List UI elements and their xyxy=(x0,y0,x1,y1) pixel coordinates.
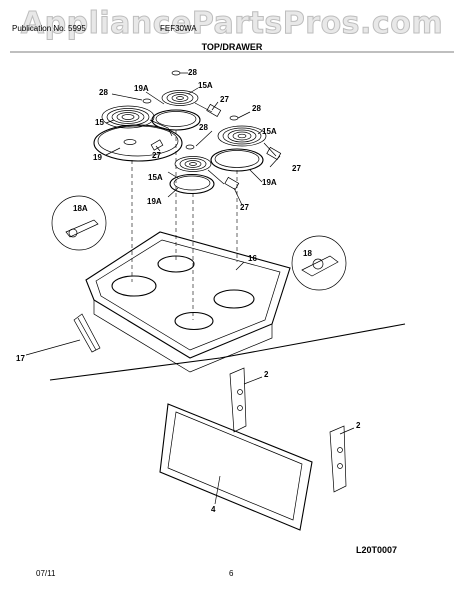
callout-28: 28 xyxy=(188,68,197,77)
detail-18A xyxy=(51,195,107,251)
callout-27: 27 xyxy=(220,95,229,104)
leader-lines xyxy=(25,72,355,505)
cut-line xyxy=(49,323,406,381)
footer-date: 07/11 xyxy=(36,569,56,578)
callout-19A: 19A xyxy=(134,84,149,93)
burner-back-small xyxy=(151,70,222,131)
callout-27: 27 xyxy=(240,203,249,212)
watermark: AppliancePartsPros.com xyxy=(20,6,444,42)
callout-2: 2 xyxy=(264,370,269,379)
diagram-code: L20T0007 xyxy=(356,545,398,555)
bracket-17 xyxy=(73,313,101,353)
receptacle-27-left xyxy=(150,139,164,151)
section-title: TOP/DRAWER xyxy=(201,42,263,52)
callout-18A: 18A xyxy=(73,204,88,213)
footer-page-number: 6 xyxy=(229,569,234,578)
callout-15A: 15A xyxy=(198,81,213,90)
callout-4: 4 xyxy=(211,505,216,514)
callout-15A: 15A xyxy=(148,173,163,182)
callout-19: 19 xyxy=(93,153,102,162)
callout-19A: 19A xyxy=(262,178,277,187)
drawer-panel-4 xyxy=(159,403,313,531)
drawer-bracket-2-upper xyxy=(229,367,247,433)
callout-27: 27 xyxy=(152,151,161,160)
callout-28: 28 xyxy=(252,104,261,113)
detail-18 xyxy=(291,235,347,291)
callout-27: 27 xyxy=(292,164,301,173)
callout-17: 17 xyxy=(16,354,25,363)
burner-left-large xyxy=(93,98,183,162)
cooktop-16 xyxy=(85,231,291,373)
callout-16: 16 xyxy=(248,254,257,263)
callout-28: 28 xyxy=(99,88,108,97)
burner-front-small xyxy=(169,144,240,195)
publication-number: Publication No. 5995 xyxy=(12,24,86,33)
callout-15: 15 xyxy=(95,118,104,127)
callout-28: 28 xyxy=(199,123,208,132)
callout-19A: 19A xyxy=(147,197,162,206)
callout-2: 2 xyxy=(356,421,361,430)
callout-18: 18 xyxy=(303,249,312,258)
model-number: FEF30WA xyxy=(160,24,197,33)
callout-15A: 15A xyxy=(262,127,277,136)
drawer-bracket-2-lower xyxy=(329,425,347,493)
burner-right-large xyxy=(210,115,282,172)
